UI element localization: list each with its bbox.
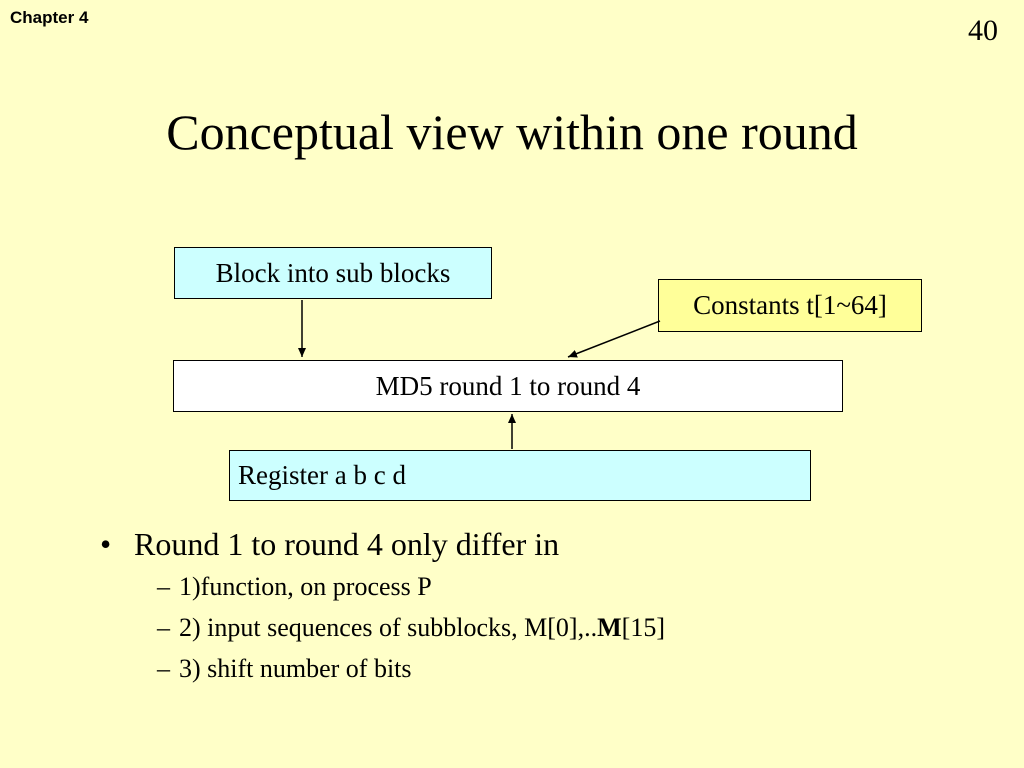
bullet-list: • Round 1 to round 4 only differ in – 1)… bbox=[100, 522, 980, 689]
bullet-dot: • bbox=[100, 526, 112, 562]
slide-title: Conceptual view within one round bbox=[166, 104, 858, 160]
sub-bullet-dash: – bbox=[157, 572, 170, 601]
register-box: Register a b c d bbox=[229, 450, 811, 501]
sub-bullet-text: 1)function, on process P bbox=[179, 572, 432, 601]
sub-bullet-input-sequences: – 2) input sequences of subblocks, M[0],… bbox=[100, 607, 980, 648]
sub-bullet-text: 3) shift number of bits bbox=[179, 654, 412, 683]
sub-bullet-text-bold: M bbox=[597, 613, 622, 642]
md5-rounds-box: MD5 round 1 to round 4 bbox=[173, 360, 843, 412]
bullet-main: • Round 1 to round 4 only differ in bbox=[100, 522, 980, 566]
sub-bullet-dash: – bbox=[157, 654, 170, 683]
constants-box: Constants t[1~64] bbox=[658, 279, 922, 332]
sub-bullet-text-suffix: [15] bbox=[621, 613, 665, 642]
sub-bullet-dash: – bbox=[157, 613, 170, 642]
chapter-label: Chapter 4 bbox=[10, 8, 89, 27]
sub-bullet-text-prefix: 2) input sequences of subblocks, M[0],.. bbox=[179, 613, 598, 642]
arrow-constants-to-md5 bbox=[567, 320, 661, 358]
block-into-sub-blocks-box: Block into sub blocks bbox=[174, 247, 492, 299]
sub-bullet-shift-bits: – 3) shift number of bits bbox=[100, 648, 980, 689]
bullet-main-text: Round 1 to round 4 only differ in bbox=[134, 526, 560, 562]
page-number: 40 bbox=[968, 14, 998, 47]
sub-bullet-function: – 1)function, on process P bbox=[100, 566, 980, 607]
